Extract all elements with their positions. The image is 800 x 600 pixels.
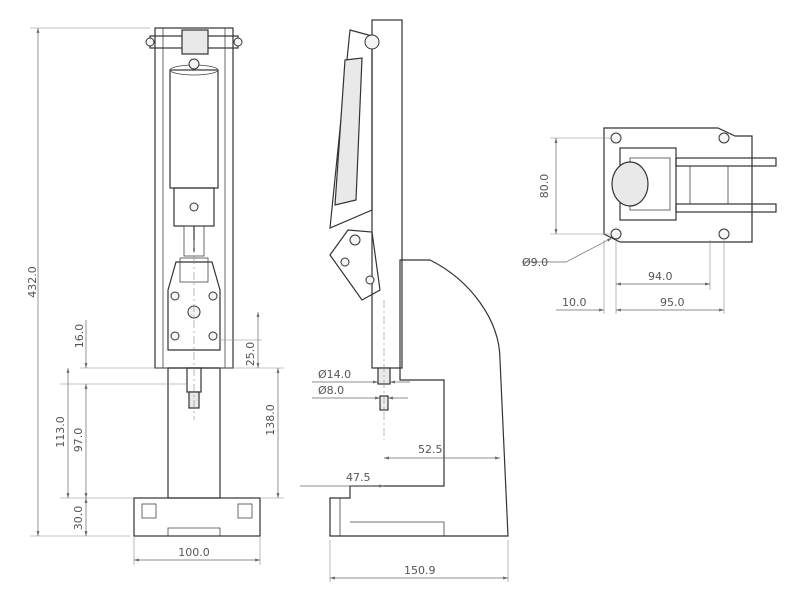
top-mount-hole bbox=[610, 228, 622, 240]
front-base bbox=[133, 497, 261, 537]
dim-column-height: 138.0 bbox=[264, 404, 277, 436]
side-pivot-bolt bbox=[364, 34, 380, 50]
dim-edge-offset: 10.0 bbox=[562, 296, 587, 309]
dim-overall-height: 432.0 bbox=[26, 266, 39, 298]
front-view bbox=[133, 27, 261, 537]
side-post bbox=[371, 19, 403, 369]
top-rail-upper bbox=[675, 157, 777, 167]
dim-base-width: 100.0 bbox=[178, 546, 210, 559]
side-lever bbox=[329, 29, 373, 229]
dim-ram-dia-outer: Ø14.0 bbox=[318, 368, 351, 381]
side-frame bbox=[329, 259, 509, 537]
dim-top-height: 80.0 bbox=[538, 174, 551, 199]
top-plate bbox=[603, 127, 753, 243]
dim-ram-stroke: 113.0 bbox=[54, 416, 67, 448]
top-rail-lower bbox=[675, 203, 777, 213]
top-view bbox=[603, 127, 777, 243]
top-dimensions: 80.0 Ø9.0 94.0 10.0 95.0 bbox=[522, 137, 725, 314]
dim-total-spacing: 95.0 bbox=[660, 296, 685, 309]
dim-hole-dia: Ø9.0 bbox=[522, 256, 548, 269]
dim-hole-spacing: 94.0 bbox=[648, 270, 673, 283]
front-toggle-linkage bbox=[167, 261, 221, 351]
front-cylinder bbox=[169, 69, 219, 189]
side-dimensions: Ø14.0 Ø8.0 52.5 47.5 150.9 bbox=[300, 368, 509, 582]
side-toggle bbox=[329, 229, 381, 301]
dim-throat-lower: 47.5 bbox=[346, 471, 371, 484]
dim-ram-inner: 97.0 bbox=[72, 428, 85, 453]
top-cylinder bbox=[611, 161, 649, 207]
dim-overall-depth: 150.9 bbox=[404, 564, 436, 577]
side-view bbox=[329, 19, 509, 537]
front-dimensions: 432.0 16.0 113.0 97.0 30.0 100.0 25.0 13… bbox=[26, 27, 284, 565]
dim-ram-dia-inner: Ø8.0 bbox=[318, 384, 344, 397]
dim-throat-upper: 52.5 bbox=[418, 443, 443, 456]
dim-base-height: 30.0 bbox=[72, 506, 85, 531]
dim-top-gap: 16.0 bbox=[73, 324, 86, 349]
dim-ram-offset: 25.0 bbox=[244, 342, 257, 367]
front-top-block bbox=[181, 29, 209, 55]
